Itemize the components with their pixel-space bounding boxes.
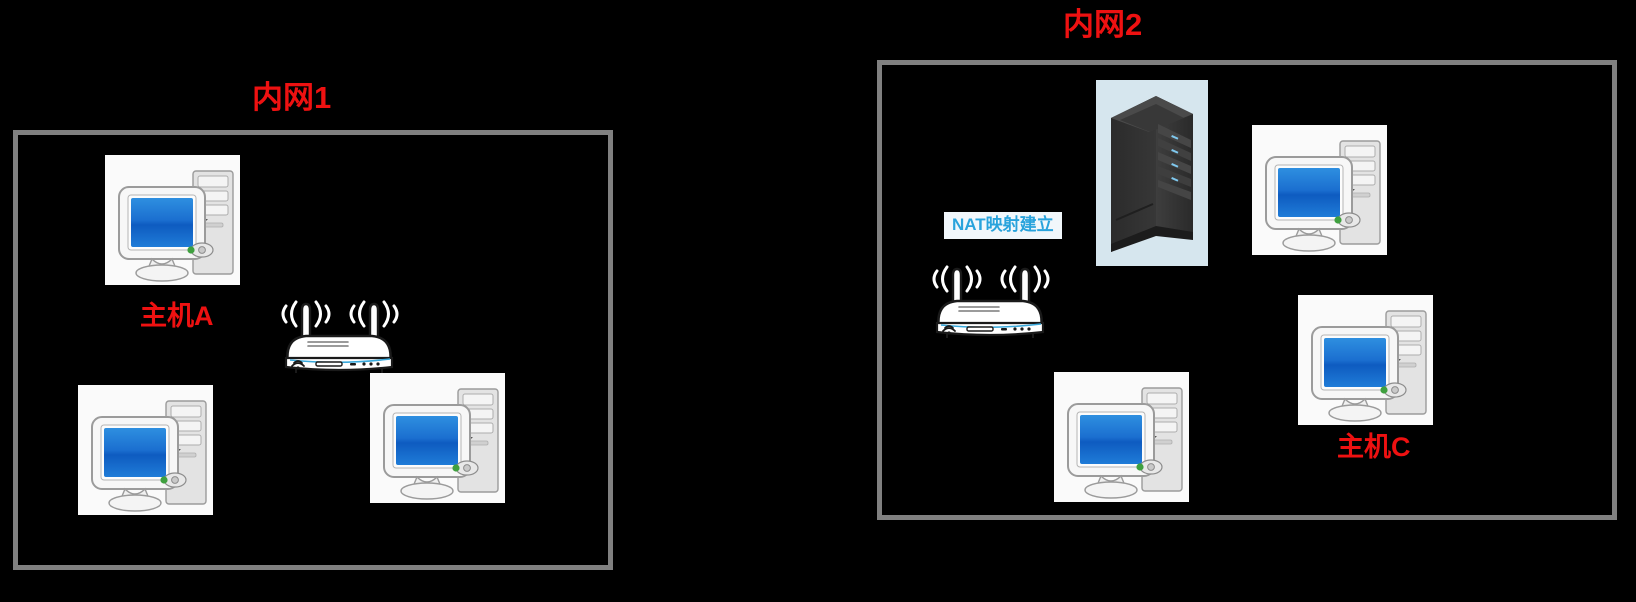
nat-router-node[interactable] [915,245,1065,340]
desktop-computer-icon [78,385,213,515]
host-b-node[interactable] [1252,125,1387,255]
zone-box-internal-network-2 [877,60,1617,520]
desktop-computer-icon [1252,125,1387,255]
wireless-router-icon [932,265,1050,338]
host-a2-node[interactable] [78,385,213,515]
router-1-node[interactable] [264,280,414,375]
desktop-computer-icon [370,373,505,503]
server-rack-node[interactable] [1096,80,1208,266]
desktop-computer-icon [1298,295,1433,425]
host-a3-node[interactable] [370,373,505,503]
zone-title-internal-network-2: 内网2 [1063,7,1143,42]
wireless-router-icon [281,300,399,373]
host-a-node[interactable] [105,155,240,285]
zone-title-internal-network-1: 内网1 [252,80,332,115]
host-c-label: 主机C [1337,432,1411,462]
host-d-node[interactable] [1054,372,1189,502]
nat-mapping-label: NAT映射建立 [944,212,1062,239]
zone-box-internal-network-1 [13,130,613,570]
host-c-node[interactable] [1298,295,1433,425]
host-a-label: 主机A [140,301,214,331]
server-rack-icon [1096,80,1208,266]
desktop-computer-icon [1054,372,1189,502]
desktop-computer-icon [105,155,240,285]
